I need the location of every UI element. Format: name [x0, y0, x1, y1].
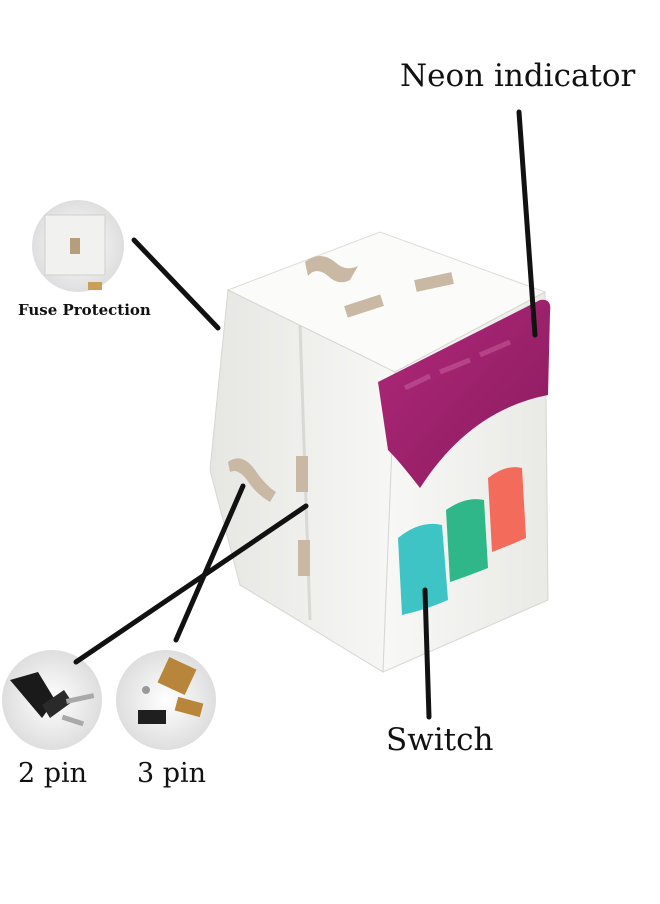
top-socket	[305, 256, 454, 318]
fuse-inset-circle	[32, 200, 124, 292]
fuse-protection-leader	[131, 237, 221, 331]
switch-1[interactable]	[398, 523, 448, 615]
switch-label: Switch	[386, 722, 494, 758]
two-pin-plug-circle	[2, 650, 102, 750]
three-pin-leader	[173, 483, 246, 643]
two-pin-leader	[73, 503, 309, 665]
fuse-protection-label: Fuse Protection	[18, 301, 151, 319]
neon-indicator-panel	[378, 299, 551, 488]
neon-indicator-label: Neon indicator	[400, 58, 636, 94]
switch-group	[398, 467, 526, 615]
leader-lines	[73, 109, 538, 720]
side-socket	[228, 456, 310, 576]
three-pin-plug-circle	[116, 650, 216, 750]
three-pin-label: 3 pin	[137, 758, 207, 789]
switch-2[interactable]	[446, 499, 488, 582]
switch-leader	[422, 587, 432, 720]
neon-indicator-leader	[516, 109, 538, 338]
switch-3[interactable]	[488, 467, 526, 552]
two-pin-label: 2 pin	[18, 758, 88, 789]
